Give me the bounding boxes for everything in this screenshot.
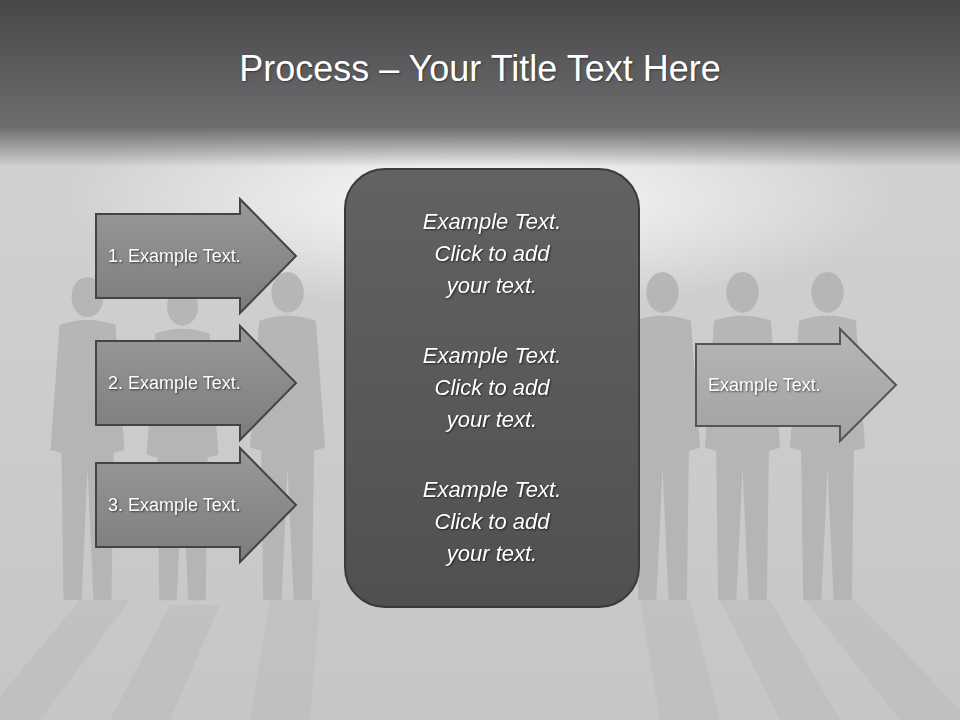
body-text: Example Text. Click to add your text. [412,206,572,302]
arrow-outline [696,329,896,441]
step-label: 2. Example Text. [108,373,241,394]
panel-outline [345,169,639,607]
process-arrow: 2. Example Text. [95,325,297,441]
arrow-outline [96,326,296,440]
body-text: Example Text. Click to add your text. [412,474,572,570]
floor-shadows [0,600,960,720]
process-arrow: Example Text. [695,328,897,442]
body-text: Example Text. Click to add your text. [412,340,572,436]
title-band-fade [0,127,960,167]
step-label: 1. Example Text. [108,246,241,267]
process-arrow: 3. Example Text. [95,447,297,563]
step-label: Example Text. [708,375,821,396]
arrow-outline [96,448,296,562]
arrow-outline [96,199,296,313]
step-label: 3. Example Text. [108,495,241,516]
slide-title: Process – Your Title Text Here [0,48,960,90]
text-panel: Example Text. Click to add your text. Exa… [344,168,640,608]
process-arrow: 1. Example Text. [95,198,297,314]
title-band [0,0,960,128]
